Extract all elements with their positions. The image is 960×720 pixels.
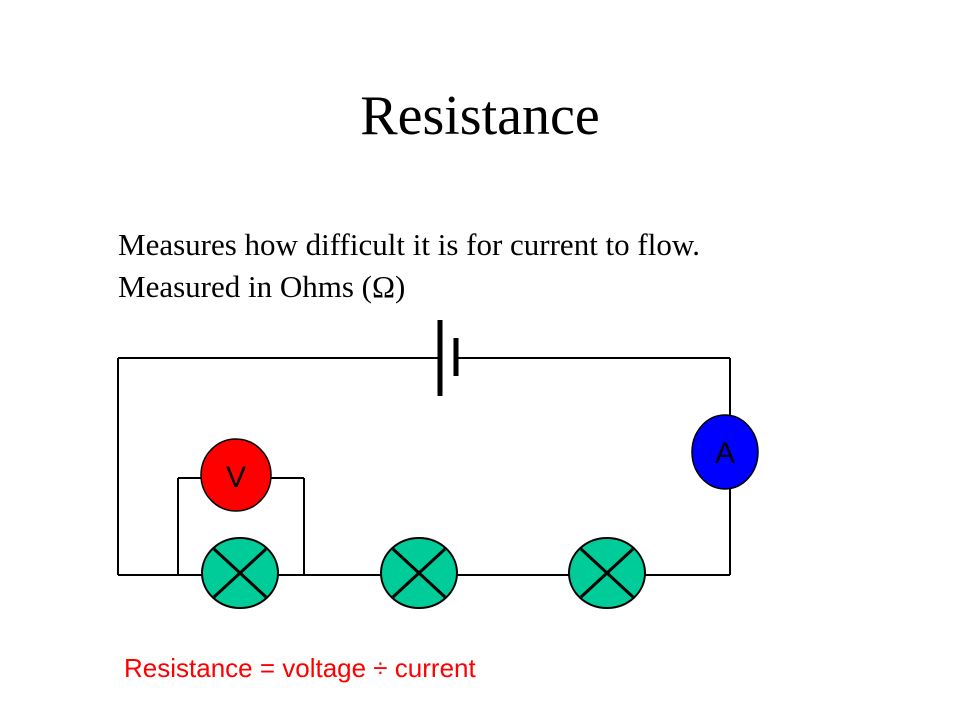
resistance-formula: Resistance = voltage ÷ current — [124, 653, 476, 683]
lamp-3 — [568, 537, 646, 609]
voltmeter: V — [200, 438, 272, 512]
bullet-unit: Measured in Ohms (Ω) — [118, 269, 406, 304]
bullet-definition: Measures how difficult it is for current… — [118, 227, 700, 262]
voltmeter-circle — [200, 438, 272, 512]
lamp-1-cross-b — [212, 547, 268, 599]
lamp-3-cross-b — [579, 547, 635, 599]
slide-title: Resistance — [360, 85, 600, 147]
ammeter: A — [691, 414, 759, 490]
battery-cell — [437, 320, 459, 396]
voltmeter-label: V — [226, 461, 246, 494]
ammeter-circle — [691, 414, 759, 490]
lamp-2-cross-b — [391, 547, 447, 599]
lamp-1 — [201, 537, 279, 609]
ammeter-label: A — [715, 437, 735, 470]
lamp-2 — [380, 537, 458, 609]
